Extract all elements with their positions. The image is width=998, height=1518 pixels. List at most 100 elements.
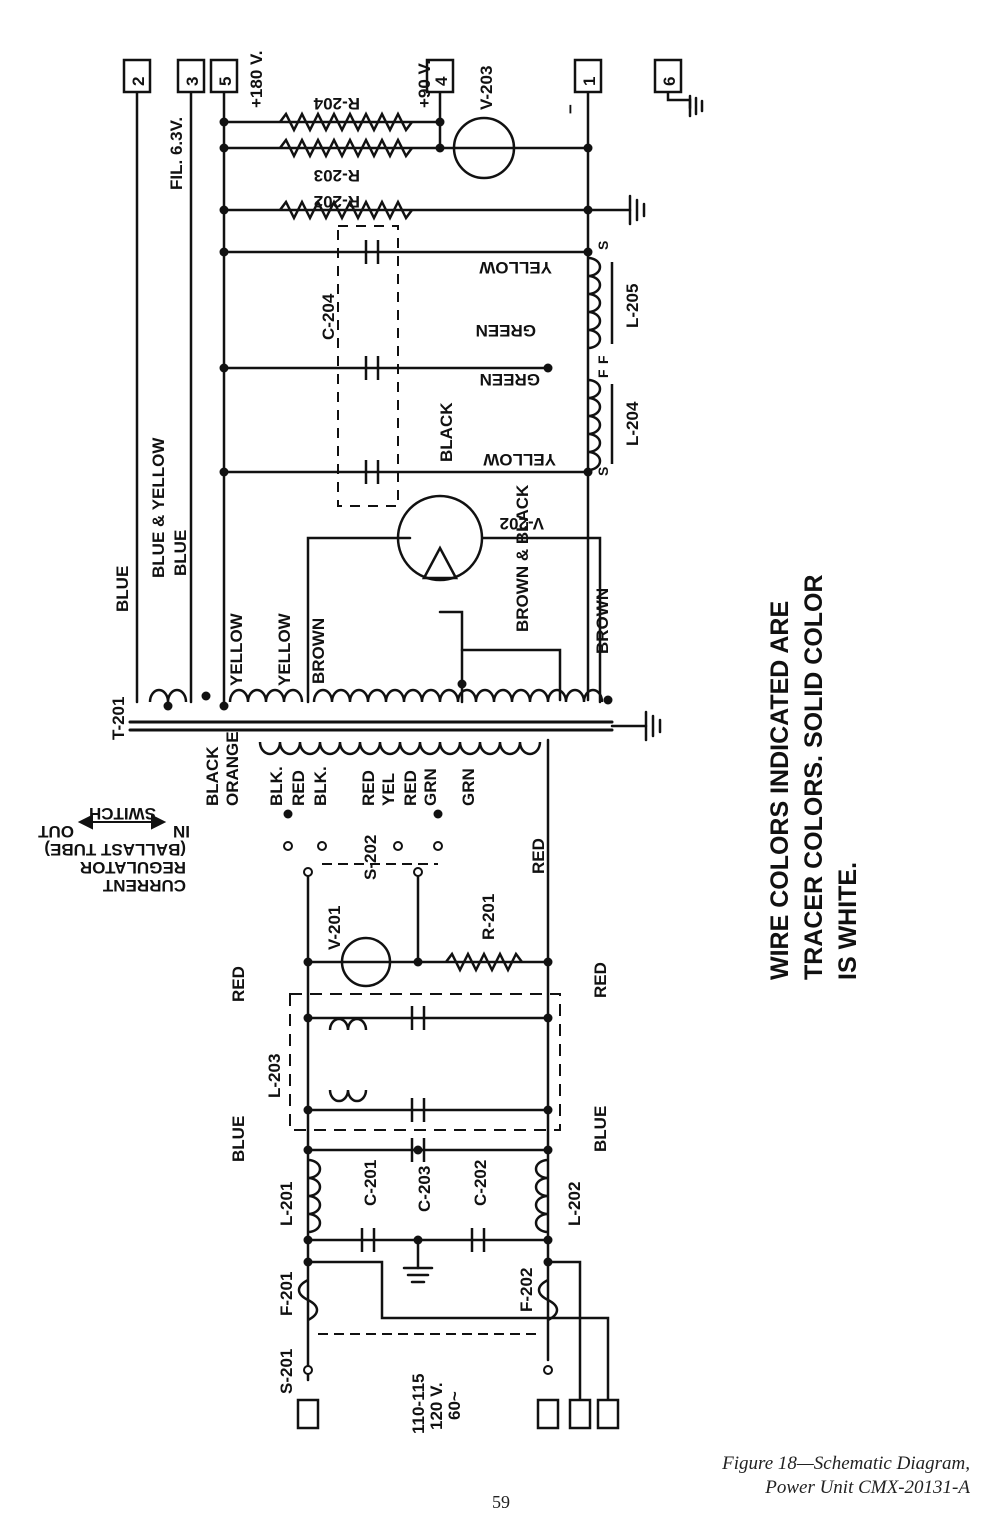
junction-dot: [457, 679, 467, 689]
label-plus-90v: +90 V.: [415, 60, 434, 108]
label-wire-red-primary: RED: [529, 838, 548, 874]
label-v202: V-202: [500, 514, 544, 533]
label-wire-blue-yellow: BLUE & YELLOW: [149, 437, 168, 578]
label-wire-black-orange-2: ORANGE: [223, 731, 242, 806]
label-plus-180v: +180 V.: [247, 50, 266, 108]
junction-dot: [543, 1013, 553, 1023]
junction-dot: [303, 1257, 313, 1267]
label-wire-red-grn-2: GRN: [421, 768, 440, 806]
label-wire-red-yel-2: YEL: [379, 773, 398, 806]
coil-l205: [587, 256, 602, 350]
label-wire-brown-1: BROWN: [309, 618, 328, 684]
label-terminal-4: 4: [432, 76, 451, 86]
junction-dot: [435, 117, 445, 127]
caption-line-1: Figure 18—Schematic Diagram,: [722, 1453, 970, 1474]
ground-r202: [586, 194, 646, 226]
arrowhead-left-icon: [77, 814, 93, 830]
junction-dot: [413, 957, 423, 967]
coil-t201-secondary: [148, 688, 604, 703]
note-line-1: WIRE COLORS INDICATED ARE: [766, 601, 794, 980]
note-line-3: IS WHITE.: [834, 862, 862, 980]
label-l204: L-204: [623, 401, 642, 446]
label-v203: V-203: [477, 66, 496, 110]
ground-terminal-6: [688, 94, 704, 118]
label-c204: C-204: [319, 293, 338, 340]
label-r201: R-201: [479, 894, 498, 940]
junction-dot: [603, 695, 613, 705]
junction-dot: [543, 363, 553, 373]
junction-dot: [219, 247, 229, 257]
junction-dot: [543, 1145, 553, 1155]
label-v201: V-201: [325, 906, 344, 950]
capacitor-c204c: [364, 460, 380, 484]
junction-dot: [303, 1235, 313, 1245]
label-l202: L-202: [565, 1182, 584, 1226]
label-wire-yellow-1: YELLOW: [227, 612, 246, 686]
junction-dot: [303, 1145, 313, 1155]
v202-cathode-symbol: [421, 545, 459, 580]
label-wire-blue-top: BLUE: [113, 566, 132, 612]
junction-dot: [303, 957, 313, 967]
junction-dot: [219, 363, 229, 373]
switch-contact: [433, 841, 443, 851]
terminal-2-box: [122, 58, 152, 94]
label-wire-yellow-2: YELLOW: [275, 612, 294, 686]
capacitor-c202: [470, 1228, 486, 1252]
arrowhead-right-icon: [151, 814, 167, 830]
label-l201: L-201: [277, 1182, 296, 1226]
label-wire-red-blk-1: RED: [289, 770, 308, 806]
junction-dot: [219, 205, 229, 215]
wire-terminal-6: [666, 90, 692, 110]
capacitor-c203: [410, 1138, 426, 1162]
label-wire-red-yel-1: RED: [359, 770, 378, 806]
junction-dot: [433, 809, 443, 819]
label-wire-yellow-bottom: YELLOW: [482, 450, 556, 469]
label-choke-tap-s2: S: [595, 467, 611, 476]
label-l205: L-205: [623, 284, 642, 328]
label-f202: F-202: [517, 1268, 536, 1312]
label-r204: R-204: [313, 94, 360, 113]
junction-dot: [583, 205, 593, 215]
fuse-f201: [297, 1278, 319, 1322]
terminal-6-box: [653, 58, 683, 94]
junction-dot: [219, 467, 229, 477]
label-t201: T-201: [109, 697, 128, 740]
label-wire-green-2: GREEN: [480, 370, 540, 389]
wire-v202-plate-a: [306, 536, 412, 704]
note-line-2: TRACER COLORS. SOLID COLOR: [800, 574, 828, 980]
label-f201: F-201: [277, 1272, 296, 1316]
junction-dot: [303, 1013, 313, 1023]
ground-transformer-core: [610, 710, 662, 742]
capacitor-c201: [360, 1228, 376, 1252]
resistor-r203: [279, 137, 413, 159]
junction-dot: [583, 247, 593, 257]
label-terminal-2: 2: [129, 77, 148, 86]
label-terminal-6: 6: [660, 77, 679, 86]
resistor-r202: [279, 199, 413, 221]
label-wire-yellow-top: YELLOW: [478, 258, 552, 277]
label-fil-6v3: FIL. 6.3V.: [167, 117, 186, 190]
wire-plug-2: [546, 1260, 582, 1402]
label-input-supply-3: 60~: [445, 1391, 464, 1420]
coil-l202: [534, 1158, 549, 1234]
label-ballast-2: REGULATOR: [80, 858, 186, 877]
label-minus: −: [561, 104, 580, 114]
label-wire-red-right: RED: [591, 962, 610, 998]
switch-contact: [317, 841, 327, 851]
label-wire-red-blk-2: BLK.: [311, 766, 330, 806]
coil-l201: [307, 1158, 322, 1234]
input-plug-3: [568, 1398, 592, 1430]
switch-contact: [283, 841, 293, 851]
wire-v202-cathode: [481, 536, 602, 704]
capacitor-l203-bottom: [410, 1098, 426, 1122]
switch-contact: [543, 1365, 553, 1375]
label-c201: C-201: [361, 1160, 380, 1206]
label-wire-red-grn-1: RED: [401, 770, 420, 806]
junction-dot: [163, 701, 173, 711]
label-s202: S-202: [361, 835, 380, 880]
fuse-f202: [537, 1278, 559, 1322]
coil-l204: [587, 378, 602, 472]
junction-dot: [219, 701, 229, 711]
label-wire-black-orange-1: BLACK: [203, 746, 222, 806]
